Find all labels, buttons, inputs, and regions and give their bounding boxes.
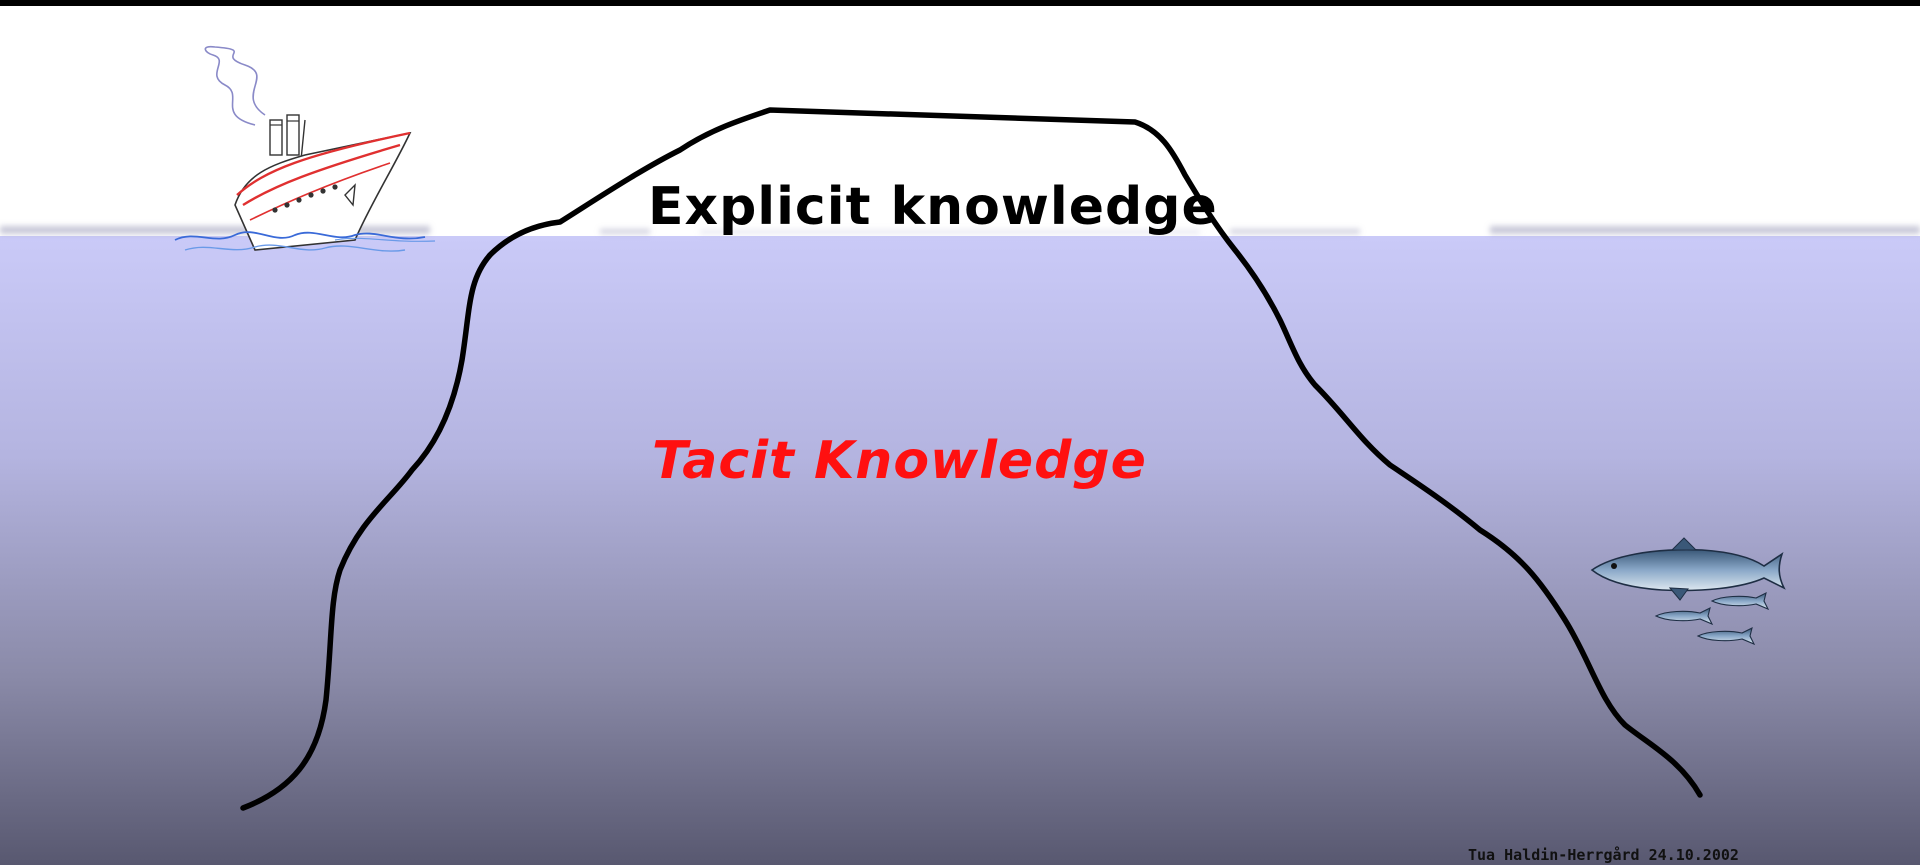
explicit-knowledge-label: Explicit knowledge (648, 177, 1218, 237)
steamship-icon (174, 45, 436, 252)
author-credit: Tua Haldin-Herrgård 24.10.2002 (1468, 846, 1739, 864)
tacit-knowledge-label: Tacit Knowledge (652, 431, 1147, 491)
frame-top (0, 0, 1920, 6)
iceberg-outline (240, 107, 1703, 811)
water (0, 236, 1920, 865)
horizon-haze (0, 226, 1920, 234)
fish-school-icon (1590, 537, 1786, 646)
